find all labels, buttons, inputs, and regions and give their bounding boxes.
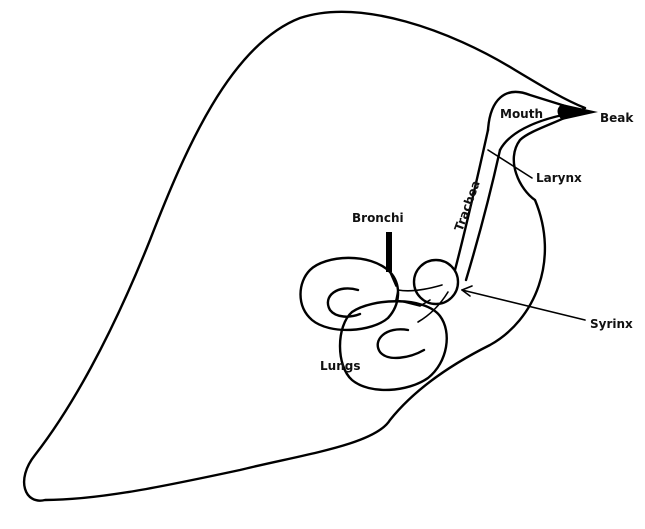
beak-tip — [558, 104, 599, 120]
upper-lung — [301, 258, 399, 330]
label-beak: Beak — [600, 111, 634, 125]
bronchus-right — [418, 292, 448, 322]
bronchi-pointer — [386, 232, 392, 272]
label-lungs: Lungs — [320, 359, 360, 373]
upper-lung-inner — [328, 288, 360, 316]
label-larynx: Larynx — [536, 171, 582, 185]
label-bronchi: Bronchi — [352, 211, 404, 225]
bird-body-outline — [24, 12, 585, 501]
lower-lung-inner — [378, 329, 424, 358]
syrinx-circle — [414, 260, 458, 304]
label-syrinx: Syrinx — [590, 317, 633, 331]
label-mouth: Mouth — [500, 107, 543, 121]
label-trachea: Trachea — [452, 179, 483, 233]
